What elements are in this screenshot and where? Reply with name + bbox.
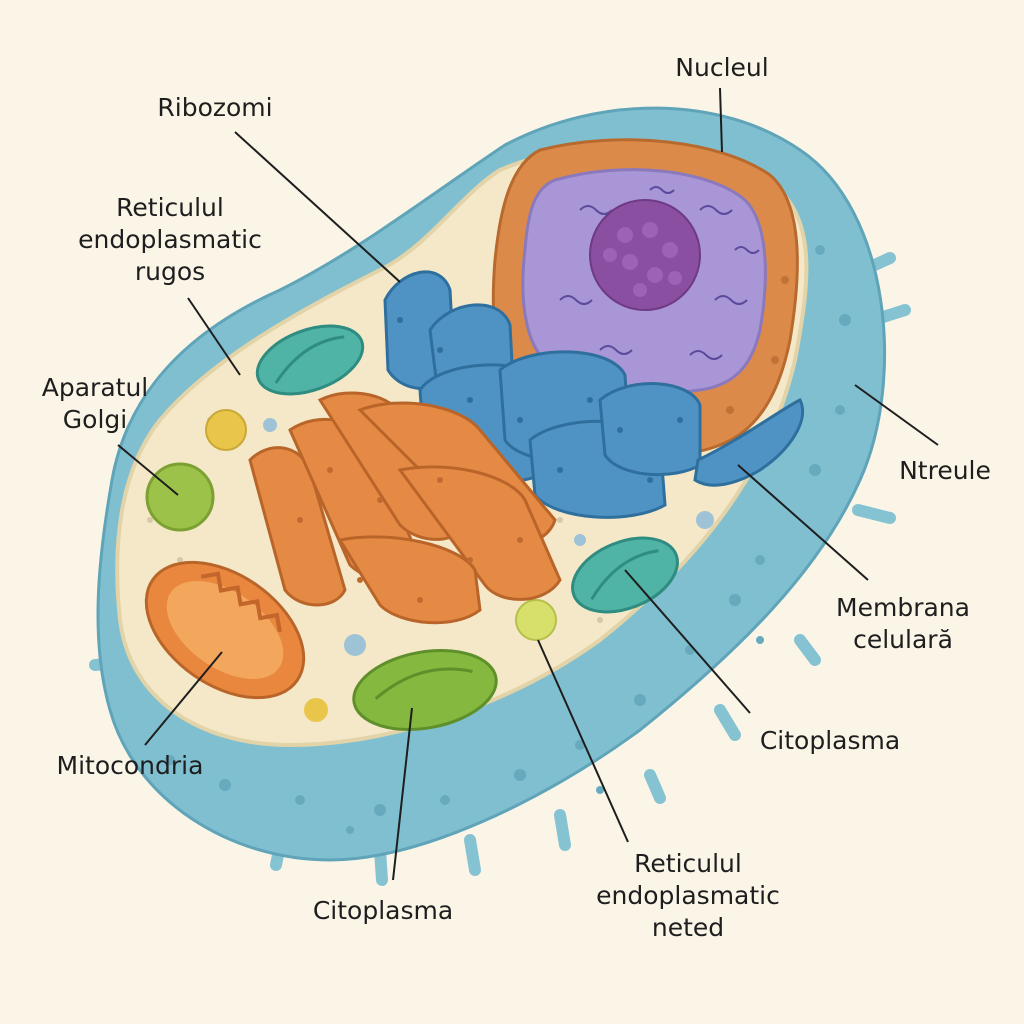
label-ntreule-text: Ntreule <box>899 456 991 485</box>
golgi-texture <box>297 467 523 603</box>
leader-ntreule <box>854 384 939 446</box>
label-ribozomi: Ribozomi <box>130 92 300 124</box>
leader-citoplasma-bottom <box>392 707 413 881</box>
leader-citoplasma-right <box>624 569 751 714</box>
green-organelles <box>145 462 498 731</box>
label-citoplasma-bottom: Citoplasma <box>288 895 478 927</box>
leader-mitocondria <box>144 651 223 746</box>
membrane-texture <box>165 245 851 834</box>
label-rer-line3: rugos <box>134 257 206 286</box>
teal-organelles <box>255 324 679 614</box>
golgi-apparatus <box>248 391 562 625</box>
label-ser-line2: endoplasmatic <box>596 881 780 910</box>
label-golgi-line1: Aparatul <box>41 373 149 402</box>
vesicles <box>205 409 714 722</box>
label-rer-line1: Reticulul <box>116 193 224 222</box>
leader-golgi <box>117 444 179 496</box>
label-membrana-line2: celulară <box>853 625 953 654</box>
mitochondrion <box>144 560 306 700</box>
label-nucleul: Nucleul <box>652 52 792 84</box>
label-membrana: Membrana celulară <box>818 592 988 656</box>
label-rer: Reticulul endoplasmatic rugos <box>55 192 285 288</box>
label-membrana-line1: Membrana <box>836 593 970 622</box>
label-mitocondria-text: Mitocondria <box>56 751 204 780</box>
label-ser: Reticulul endoplasmatic neted <box>568 848 808 944</box>
nucleolus-texture <box>603 222 682 297</box>
ribosome-dots <box>397 317 683 483</box>
label-citoplasma-right-text: Citoplasma <box>759 726 901 755</box>
label-citoplasma-bottom-text: Citoplasma <box>312 896 454 925</box>
label-nucleul-text: Nucleul <box>675 53 769 82</box>
label-ribozomi-text: Ribozomi <box>157 93 273 122</box>
label-ser-line1: Reticulul <box>634 849 742 878</box>
leader-ser <box>537 639 629 843</box>
leader-lines <box>117 87 939 881</box>
label-ntreule: Ntreule <box>880 455 1010 487</box>
smooth-er <box>693 397 805 487</box>
chromatin-strands <box>559 186 760 360</box>
leader-membrana <box>737 464 869 581</box>
label-rer-line2: endoplasmatic <box>78 225 262 254</box>
label-mitocondria: Mitocondria <box>30 750 230 782</box>
label-citoplasma-right: Citoplasma <box>735 725 925 757</box>
leader-rer <box>187 297 241 376</box>
leader-nucleul <box>719 87 723 153</box>
label-golgi: Aparatul Golgi <box>30 372 160 436</box>
label-golgi-line2: Golgi <box>62 405 128 434</box>
leader-ribozomi <box>234 131 401 283</box>
label-ser-line3: neted <box>651 913 725 942</box>
